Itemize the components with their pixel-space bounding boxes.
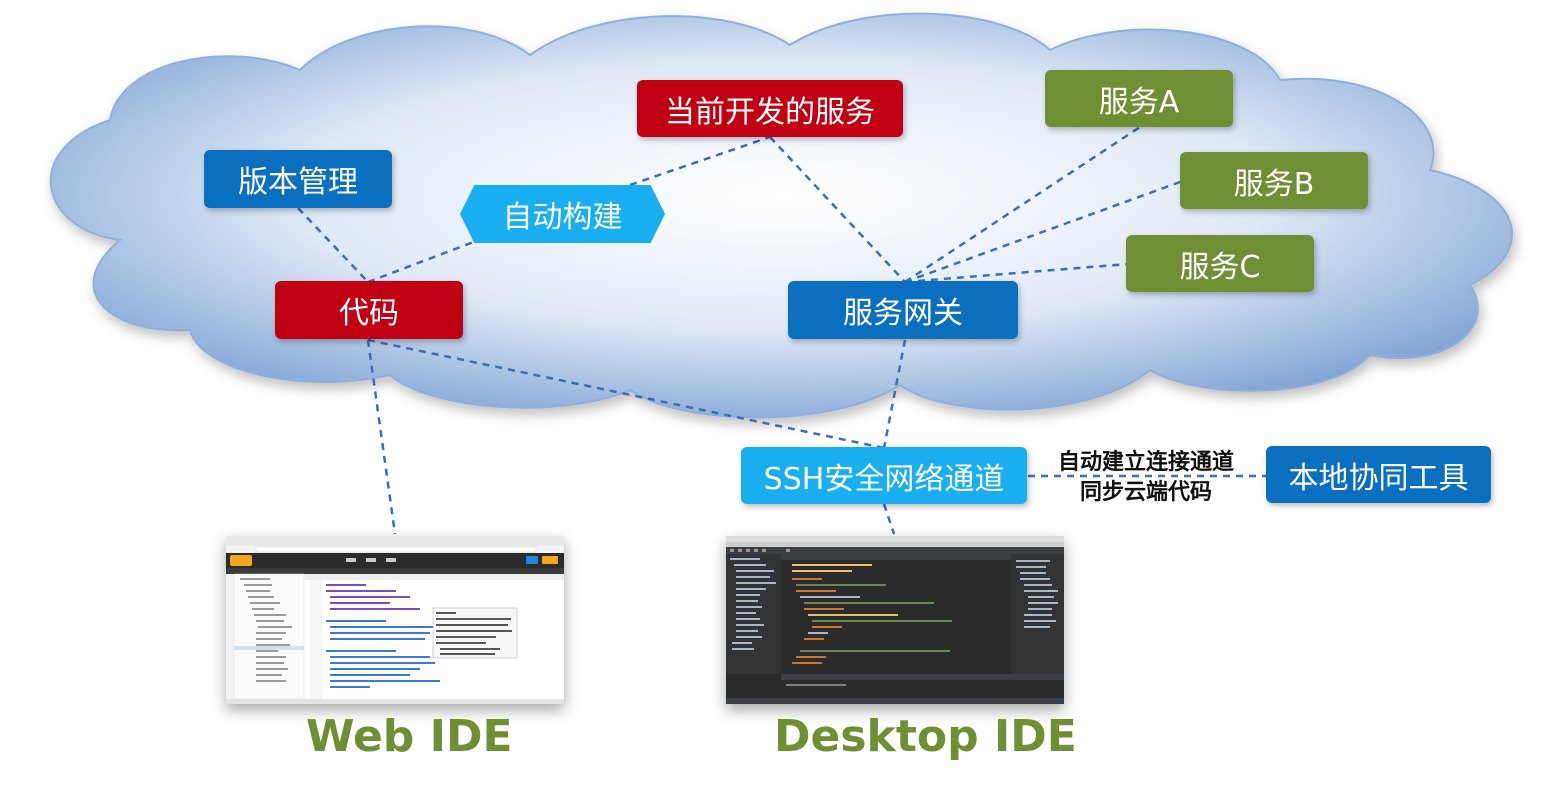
current-service-node: 当前开发的服务 <box>637 80 903 137</box>
auto-build-node: 自动构建 <box>460 185 665 243</box>
link-gateway-c <box>904 262 1129 284</box>
tunnel-note: 自动建立连接通道 同步云端代码 <box>1038 448 1254 508</box>
link-code-webide <box>366 339 397 535</box>
web-ide-screenshot-icon <box>226 536 564 704</box>
service-b-label: 服务B <box>1233 166 1315 202</box>
ssh-tunnel-label: SSH安全网络通道 <box>763 461 1005 497</box>
version-control-node: 版本管理 <box>204 150 392 208</box>
gateway-node: 服务网关 <box>788 281 1018 339</box>
service-c-label: 服务C <box>1179 249 1261 285</box>
link-gateway-b <box>904 180 1181 284</box>
web-ide-picture <box>226 536 564 704</box>
link-gateway-ssh <box>882 339 907 449</box>
link-code-ssh <box>367 338 885 450</box>
web-ide-caption: Web IDE <box>306 711 513 762</box>
service-a-label: 服务A <box>1098 84 1180 120</box>
local-tools-node: 本地协同工具 <box>1266 446 1491 503</box>
service-a-node: 服务A <box>1045 70 1233 127</box>
link-current-gateway <box>769 136 906 283</box>
desktop-ide-picture <box>726 536 1064 704</box>
tunnel-note-line2: 同步云端代码 <box>1079 480 1212 505</box>
code-node: 代码 <box>275 281 463 339</box>
desktop-ide-screenshot-icon <box>726 536 1064 704</box>
service-c-node: 服务C <box>1126 235 1314 292</box>
local-tools-label: 本地协同工具 <box>1288 460 1469 496</box>
tunnel-note-line1: 自动建立连接通道 <box>1057 450 1234 475</box>
link-gateway-a <box>904 125 1141 284</box>
link-version-code <box>297 207 369 283</box>
service-b-node: 服务B <box>1180 152 1368 209</box>
current-service-label: 当前开发的服务 <box>665 94 875 130</box>
auto-build-label: 自动构建 <box>502 200 623 235</box>
ssh-tunnel-node: SSH安全网络通道 <box>741 447 1027 504</box>
desktop-ide-caption: Desktop IDE <box>774 711 1077 762</box>
link-build-current <box>629 135 771 187</box>
gateway-label: 服务网关 <box>843 296 963 331</box>
link-ssh-desktopide <box>882 503 896 535</box>
code-label: 代码 <box>339 296 399 331</box>
version-control-label: 版本管理 <box>238 165 358 200</box>
